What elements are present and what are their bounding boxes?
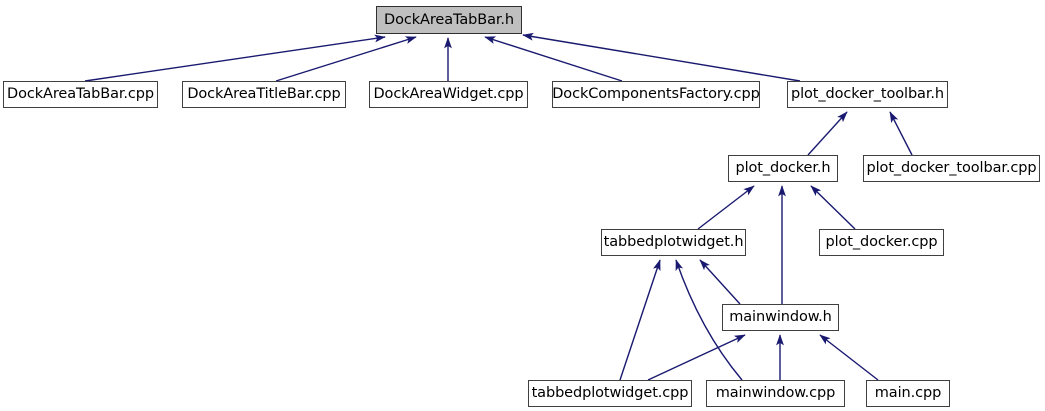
graph-edge-9	[810, 185, 856, 230]
graph-node-label: plot_docker.h	[735, 160, 831, 177]
graph-node-n4[interactable]: DockComponentsFactory.cpp	[552, 81, 760, 108]
graph-node-n3[interactable]: DockAreaWidget.cpp	[369, 81, 528, 108]
graph-node-n5[interactable]: plot_docker_toolbar.h	[787, 81, 948, 108]
graph-node-label: DockComponentsFactory.cpp	[552, 86, 760, 103]
graph-node-n8[interactable]: tabbedplotwidget.h	[601, 229, 746, 256]
graph-node-n13[interactable]: main.cpp	[866, 380, 950, 407]
graph-node-label: mainwindow.cpp	[715, 385, 836, 402]
graph-node-n2[interactable]: DockAreaTitleBar.cpp	[182, 81, 346, 108]
graph-node-label: plot_docker_toolbar.h	[791, 86, 944, 103]
graph-node-n9[interactable]: plot_docker.cpp	[819, 229, 944, 256]
graph-edge-4	[522, 32, 801, 82]
graph-node-label: plot_docker.cpp	[825, 234, 938, 251]
graph-edge-6	[889, 111, 913, 156]
graph-edge-12	[699, 259, 741, 305]
graph-node-label: DockAreaTabBar.h	[384, 11, 514, 28]
graph-edge-1	[275, 36, 417, 82]
graph-edge-10	[619, 259, 661, 381]
graph-node-label: mainwindow.h	[729, 309, 832, 326]
graph-node-label: tabbedplotwidget.cpp	[531, 385, 689, 402]
graph-edge-7	[697, 185, 755, 230]
graph-edge-13	[647, 334, 746, 381]
graph-edge-3	[484, 36, 623, 82]
graph-node-label: main.cpp	[874, 385, 942, 402]
graph-node-n7[interactable]: plot_docker_toolbar.cpp	[863, 155, 1040, 182]
graph-edge-5	[807, 111, 848, 156]
graph-node-n11[interactable]: tabbedplotwidget.cpp	[528, 380, 692, 407]
graph-edge-15	[819, 334, 879, 381]
graph-node-label: plot_docker_toolbar.cpp	[866, 160, 1037, 177]
graph-node-n1[interactable]: DockAreaTabBar.cpp	[3, 81, 158, 108]
graph-node-n10[interactable]: mainwindow.h	[722, 304, 839, 331]
graph-node-label: DockAreaTitleBar.cpp	[187, 86, 341, 103]
graph-node-n12[interactable]: mainwindow.cpp	[706, 380, 845, 407]
graph-node-n6[interactable]: plot_docker.h	[728, 155, 838, 182]
graph-node-label: tabbedplotwidget.h	[603, 234, 744, 251]
graph-node-label: DockAreaTabBar.cpp	[7, 86, 154, 103]
graph-node-n0[interactable]: DockAreaTabBar.h	[376, 6, 522, 34]
graph-node-label: DockAreaWidget.cpp	[373, 86, 524, 103]
graph-edge-0	[84, 34, 386, 82]
